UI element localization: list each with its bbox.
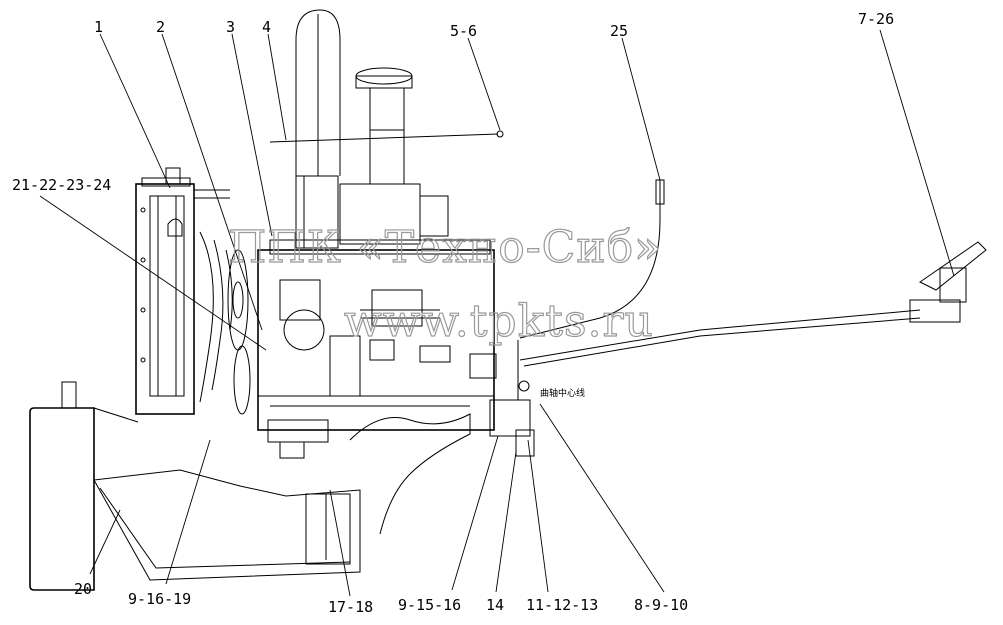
fan (199, 231, 251, 415)
air-cleaner (355, 67, 413, 185)
callout-9-15-16: 9-15-16 (398, 596, 461, 614)
watermark-url: www.tpkts.ru (344, 296, 654, 347)
callout-21-22-23-24: 21-22-23-24 (12, 176, 111, 194)
engine-block (257, 175, 535, 535)
callout-17-18: 17-18 (328, 598, 373, 616)
callout-9-16-19: 9-16-19 (128, 590, 191, 608)
throttle-linkage (269, 130, 987, 367)
callout-7-26: 7-26 (858, 10, 894, 28)
fuel-tank (29, 381, 139, 591)
callout-5-6: 5-6 (450, 22, 477, 40)
leader-lines (39, 29, 955, 597)
callout-3: 3 (226, 18, 235, 36)
callout-11-12-13: 11-12-13 (526, 596, 598, 614)
crankshaft-centerline-note: 曲轴中心线 (540, 387, 585, 399)
watermark-company: ППК «Техно-Сиб» (228, 222, 662, 273)
callout-20: 20 (74, 580, 92, 598)
callout-8-9-10: 8-9-10 (634, 596, 688, 614)
callout-25: 25 (610, 22, 628, 40)
radiator (135, 167, 230, 415)
frame-rail (93, 469, 361, 581)
exhaust-pipe (295, 9, 341, 176)
callout-4: 4 (262, 18, 271, 36)
callout-14: 14 (486, 596, 504, 614)
callout-2: 2 (156, 18, 165, 36)
callout-1: 1 (94, 18, 103, 36)
